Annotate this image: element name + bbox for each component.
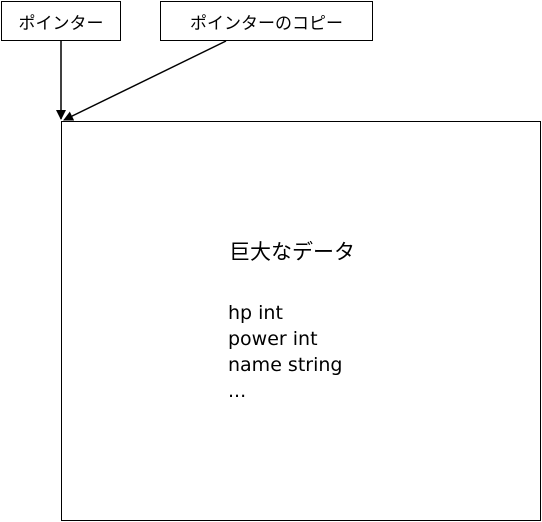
- data-field: name string: [228, 354, 343, 376]
- pointer-label-box: ポインター: [1, 1, 121, 41]
- pointer-copy-label-box: ポインターのコピー: [160, 1, 373, 41]
- pointer-label: ポインター: [18, 13, 104, 34]
- data-field: ...: [228, 380, 247, 402]
- large-data-box: [61, 121, 541, 521]
- pointer-copy-label: ポインターのコピー: [190, 13, 343, 34]
- data-field: hp int: [228, 302, 283, 324]
- pointer-copy-arrow: [63, 40, 227, 121]
- large-data-title: 巨大なデータ: [229, 240, 355, 264]
- data-field-list: hp int power int name string ...: [228, 300, 342, 404]
- data-field: power int: [228, 328, 318, 350]
